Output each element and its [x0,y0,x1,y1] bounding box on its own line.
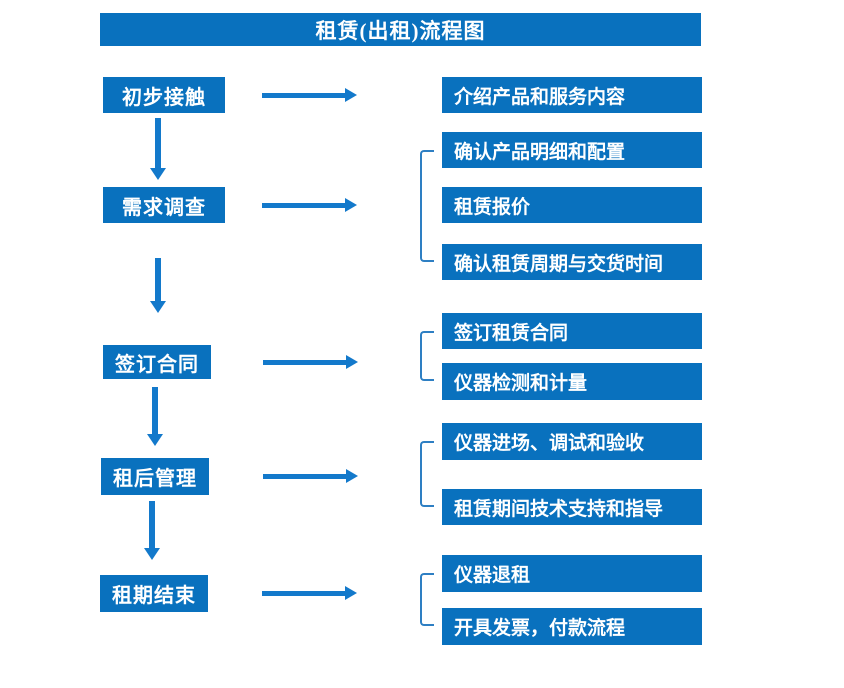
output-label: 确认产品明细和配置 [454,141,626,163]
output-label: 租赁期间技术支持和指导 [454,498,664,520]
output-box-rental-quotation: 租赁报价 [442,187,702,223]
arrow-head [144,548,160,560]
output-label: 仪器检测和计量 [454,373,588,394]
arrow-shaft [155,258,161,302]
arrow-down-icon-1 [150,118,166,180]
output-label: 确认租赁周期与交货时间 [454,253,664,275]
arrow-shaft [152,387,158,435]
title-bar: 租赁(出租)流程图 [100,13,701,46]
output-box-sign-rental-contract: 签订租赁合同 [442,313,702,349]
arrow-head [150,168,166,180]
arrow-right-icon-1 [262,88,357,102]
arrow-shaft [262,591,346,596]
output-label: 介绍产品和服务内容 [454,86,626,108]
output-box-confirm-product-details: 确认产品明细和配置 [442,132,702,168]
bracket-group-sign-contract [420,331,434,381]
output-box-invoice-payment: 开具发票，付款流程 [442,608,702,645]
arrow-down-icon-3 [147,387,163,446]
arrow-head [345,88,357,102]
arrow-head [150,301,166,313]
bracket-group-post-rental [420,441,434,507]
arrow-shaft [155,118,161,169]
arrow-right-icon-2 [262,198,357,212]
arrow-shaft [262,93,346,98]
step-label: 租后管理 [113,468,197,490]
step-box-rental-end: 租期结束 [100,575,208,612]
step-label: 初步接触 [122,86,206,109]
arrow-down-icon-4 [144,501,160,560]
arrow-right-icon-4 [263,469,358,483]
output-box-instrument-return: 仪器退租 [442,555,702,592]
step-label: 租期结束 [112,585,196,607]
arrow-down-icon-2 [150,258,166,313]
step-box-demand-survey: 需求调查 [103,187,225,223]
output-box-instrument-entry-acceptance: 仪器进场、调试和验收 [442,423,702,460]
arrow-head [345,198,357,212]
output-label: 开具发票，付款流程 [454,618,626,639]
arrow-right-icon-3 [263,355,358,369]
bracket-group-rental-end [420,573,434,626]
step-box-post-rental-management: 租后管理 [101,458,209,495]
output-label: 仪器退租 [454,565,531,586]
page-title: 租赁(出租)流程图 [315,18,486,43]
output-box-technical-support: 租赁期间技术支持和指导 [442,489,702,525]
output-box-confirm-rental-period: 确认租赁周期与交货时间 [442,244,702,280]
output-label: 仪器进场、调试和验收 [454,433,645,454]
arrow-head [346,469,358,483]
bracket-group-demand-survey [420,150,434,262]
arrow-shaft [263,360,347,365]
step-box-sign-contract: 签订合同 [103,345,211,379]
output-box-instrument-testing: 仪器检测和计量 [442,363,702,400]
output-label: 租赁报价 [454,196,531,218]
arrow-shaft [262,203,346,208]
arrow-head [346,355,358,369]
step-label: 需求调查 [122,196,206,219]
step-label: 签订合同 [115,353,199,376]
step-box-initial-contact: 初步接触 [103,77,225,113]
output-label: 签订租赁合同 [454,322,569,344]
arrow-head [147,434,163,446]
arrow-shaft [263,474,347,479]
arrow-shaft [149,501,155,549]
arrow-right-icon-5 [262,586,357,600]
output-box-introduce-products: 介绍产品和服务内容 [442,77,702,113]
arrow-head [345,586,357,600]
